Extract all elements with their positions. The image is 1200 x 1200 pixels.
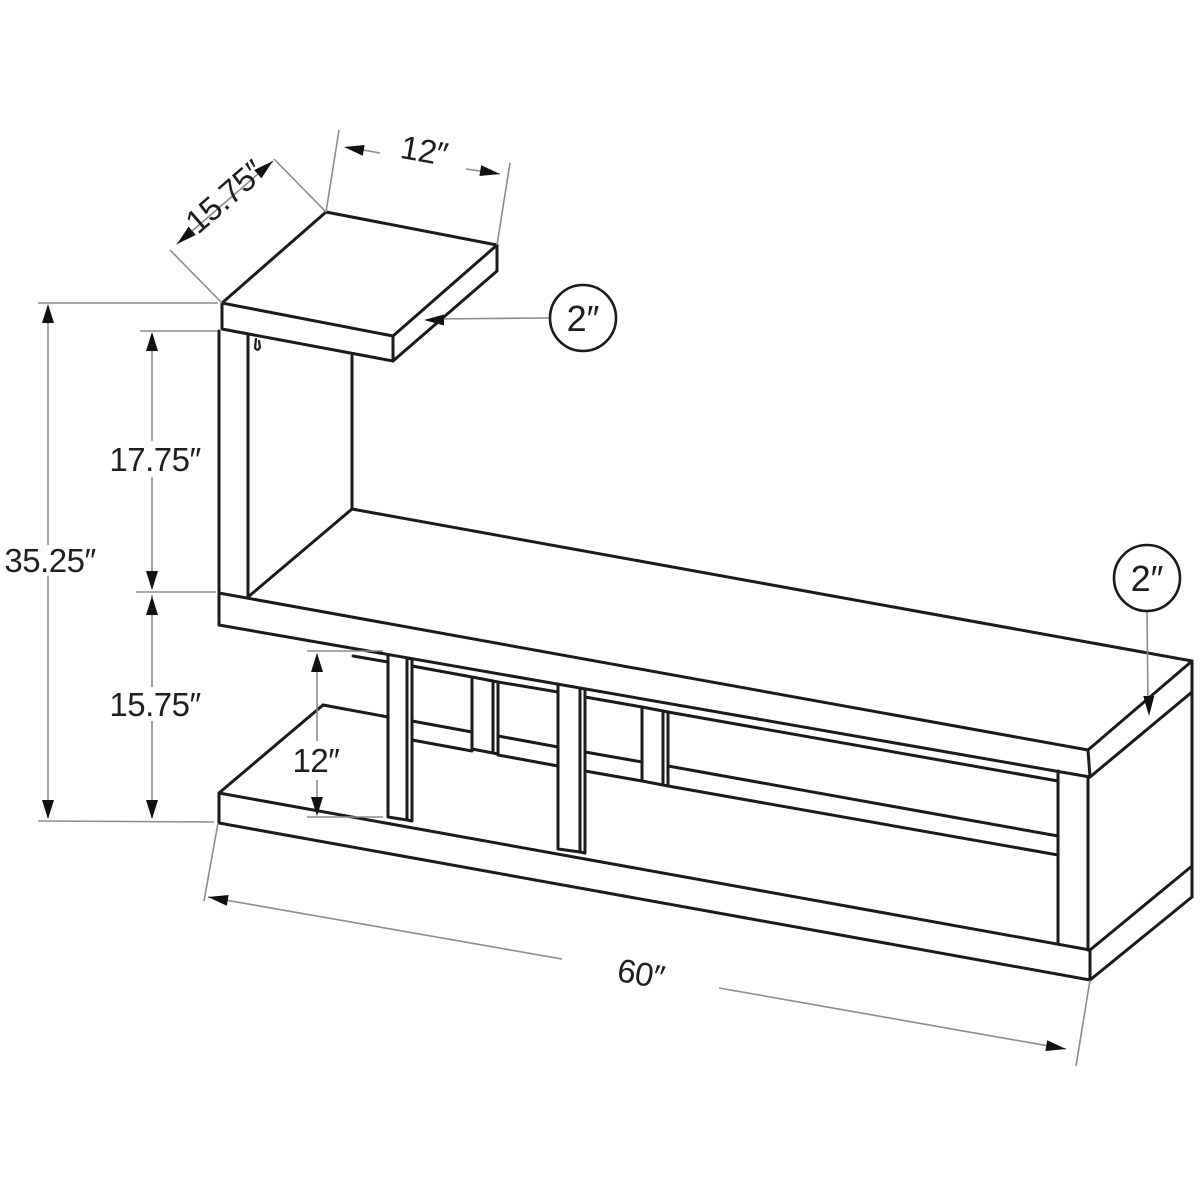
divider-front-2 [556, 682, 587, 855]
hardware-hook-detail [253, 337, 262, 351]
divider-back-1 [470, 675, 500, 756]
bottom-shelf-back-edge [321, 703, 1060, 838]
back-panel-top-edge [351, 654, 1060, 783]
top-thickness-leader-line [431, 317, 552, 320]
dim-label-overall-height: 35.25″ [4, 542, 96, 579]
dim-label-top-shelf-width: 12″ [398, 128, 451, 173]
dim-label-main-shelf-thickness: 2″ [1131, 558, 1164, 599]
dimension-arrowheads [42, 145, 1155, 1051]
overall-width-dim-line [207, 896, 1067, 1050]
back-panel-bottom-edge [410, 738, 1060, 857]
divider-back-2 [640, 705, 670, 788]
top-shelf [220, 210, 499, 363]
dimension-lines [37, 129, 1149, 1067]
dim-label-lower-opening-height: 12″ [293, 742, 341, 779]
dim-label-lower-section-height: 15.75″ [109, 686, 201, 723]
divider-front-1 [386, 653, 414, 823]
right-support-panel [1056, 690, 1194, 952]
middle-shelf [217, 507, 1194, 779]
shelf-thickness-callout-circle [1112, 543, 1182, 613]
top-thickness-callout-circle [548, 283, 618, 353]
dim-label-upper-opening-height: 17.75″ [109, 441, 201, 478]
top-depth-dim-line [176, 160, 274, 245]
dim-label-overall-width: 60″ [615, 951, 668, 996]
shelf-thickness-leader-line [1146, 609, 1149, 708]
dim-label-top-shelf-thickness: 2″ [567, 298, 600, 339]
extension-lines [37, 129, 1091, 1067]
furniture-outline [217, 210, 1194, 982]
arrowheads [42, 145, 1155, 1051]
bottom-shelf [217, 703, 1194, 982]
dim-label-top-shelf-depth: 15.75″ [178, 152, 272, 240]
left-support-panel [217, 329, 354, 599]
